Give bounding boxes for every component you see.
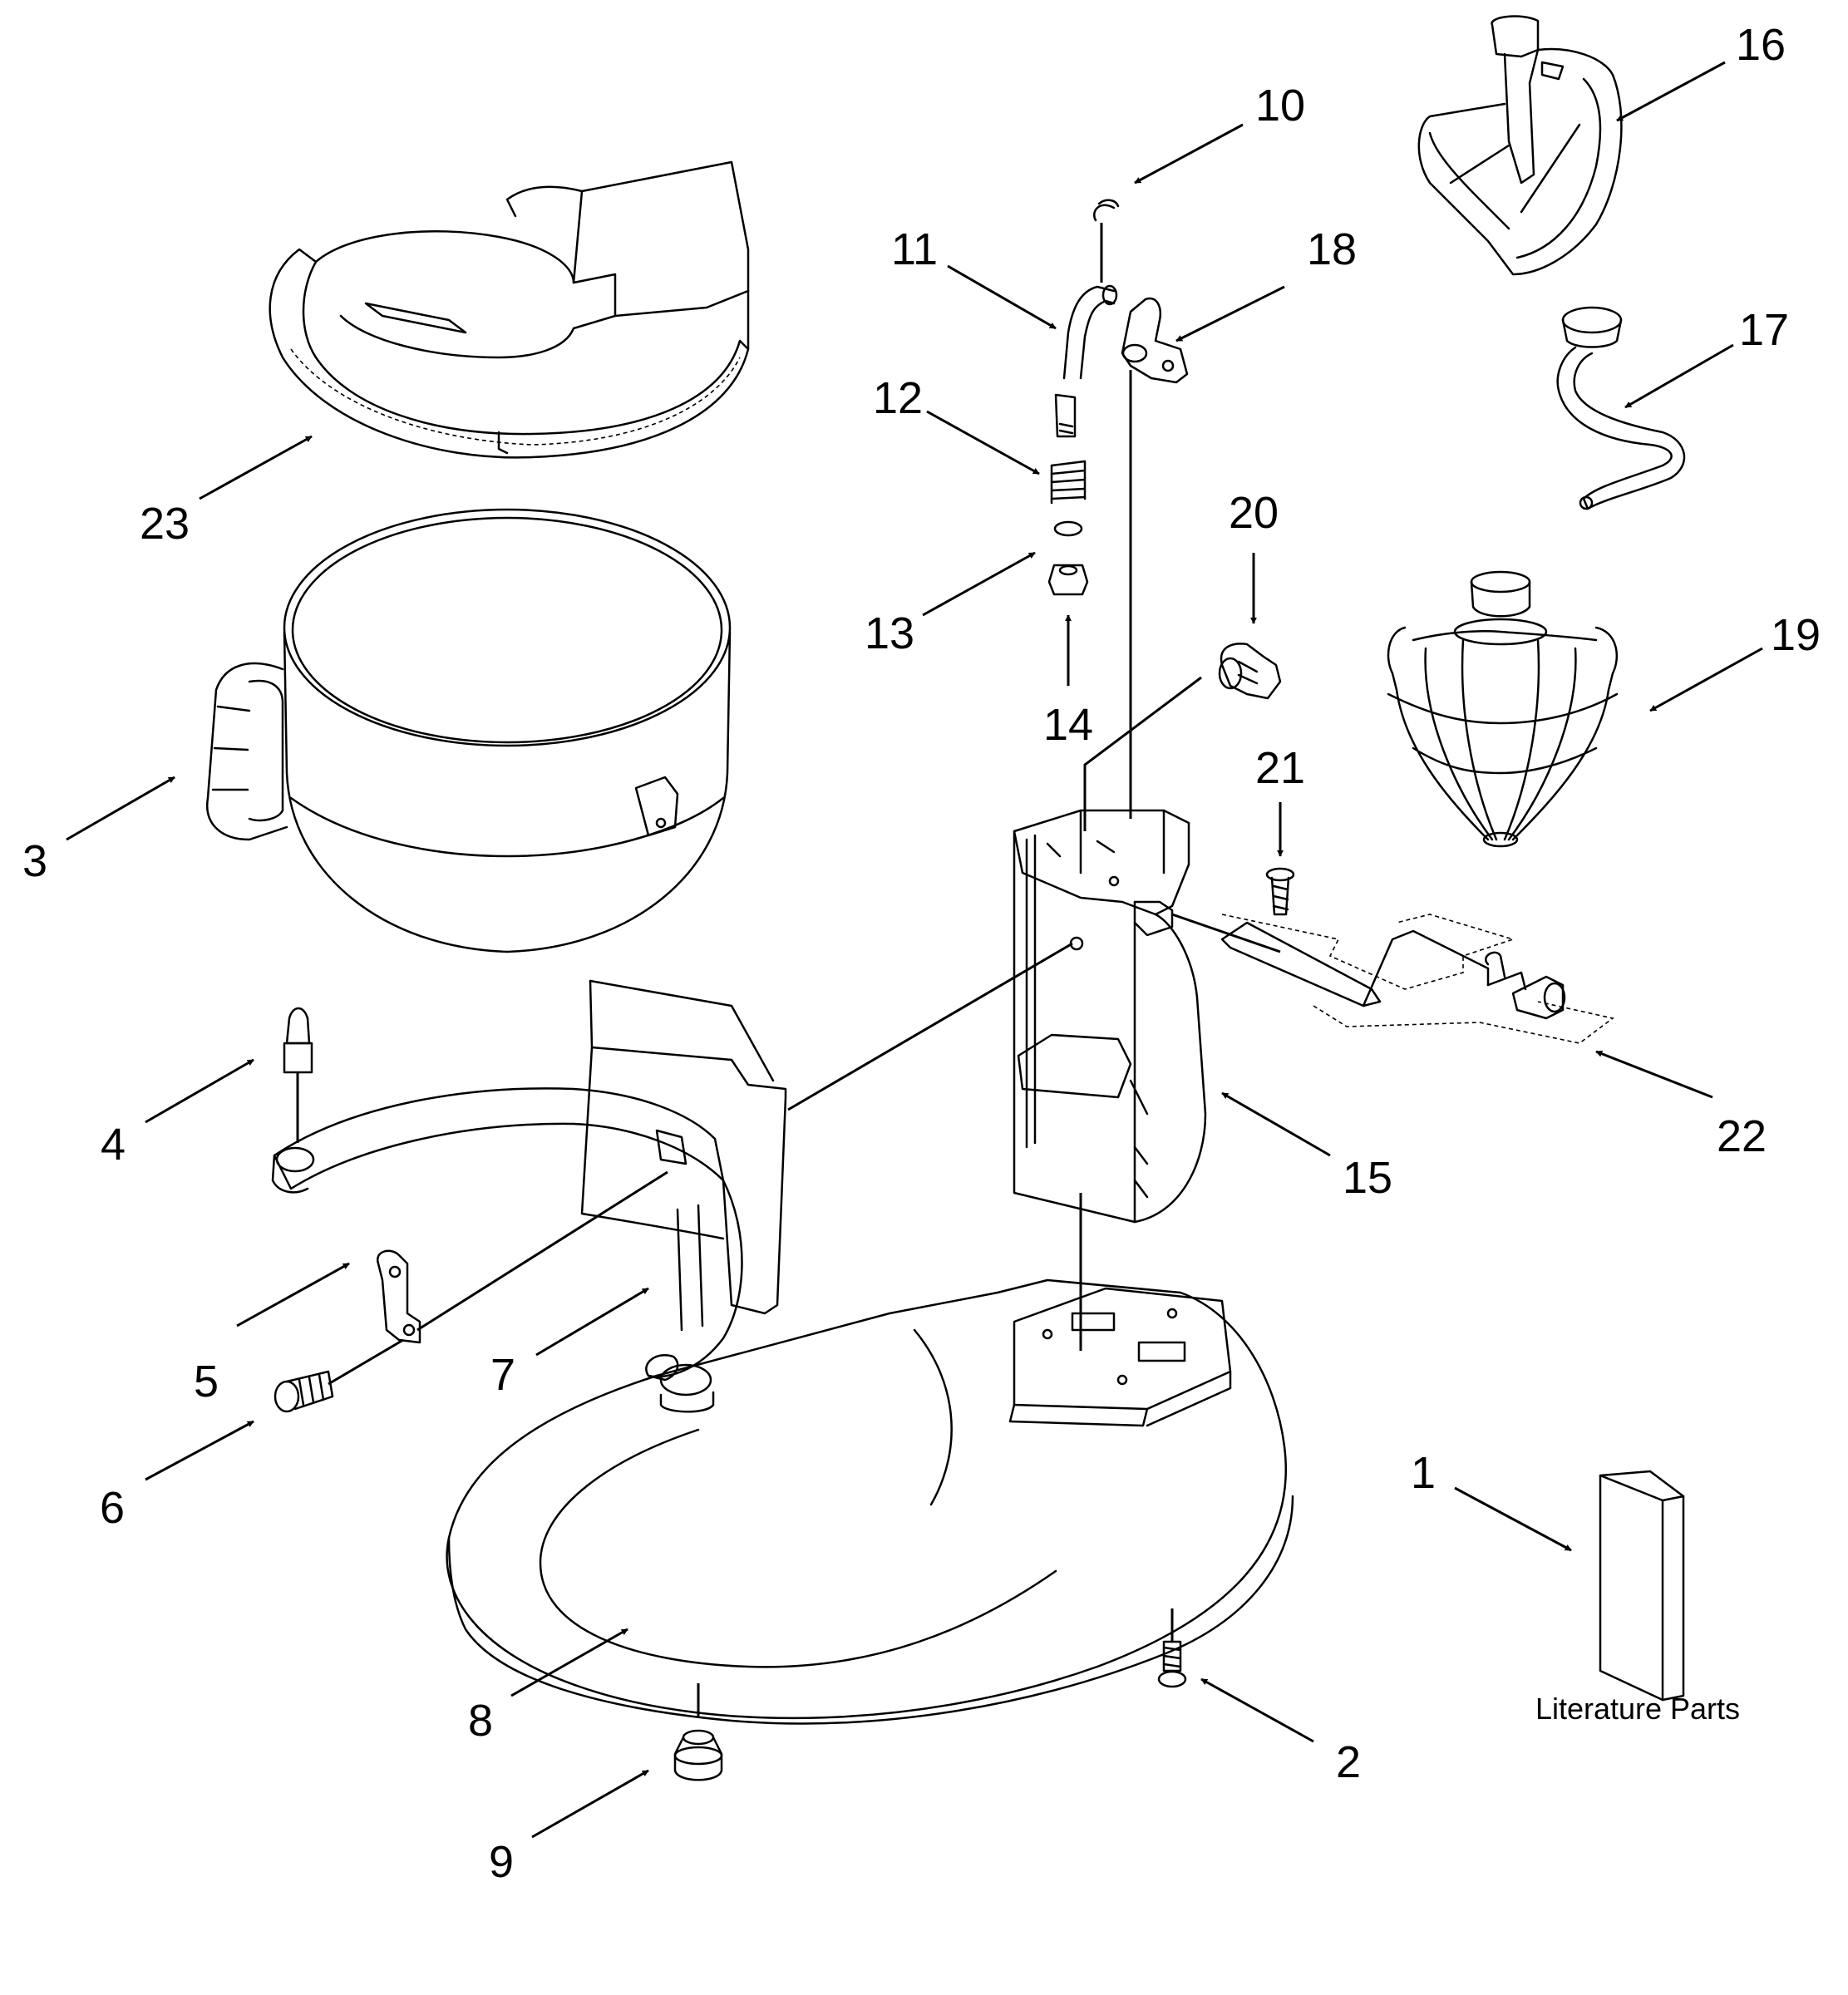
mixing-bowl-part [205,508,732,953]
arrow-19 [1649,647,1763,712]
callout-3: 3 [22,836,47,886]
spring-part [1050,460,1087,537]
callout-11: 11 [891,224,938,274]
wire-whip-part [1387,570,1619,848]
locating-pin-part [283,1007,313,1143]
callout-13: 13 [865,608,914,658]
callout-21: 21 [1255,743,1305,793]
nut-part [1047,564,1089,596]
callout-4: 4 [101,1120,126,1170]
literature-caption: Literature Parts [1535,1692,1740,1726]
arrow-12 [926,410,1040,475]
callout-10: 10 [1255,81,1305,131]
callout-2: 2 [1336,1737,1361,1787]
lock-lever-part [1121,297,1189,384]
arrow-9 [531,1769,649,1839]
arrow-23 [199,435,313,500]
callout-7: 7 [490,1350,515,1400]
arrow-7 [535,1287,649,1357]
arrow-18 [1175,285,1285,342]
knob-part [1218,643,1282,700]
pouring-shield-part [269,160,750,459]
callout-22: 22 [1717,1111,1767,1161]
callout-1: 1 [1411,1448,1436,1498]
callout-12: 12 [873,373,923,423]
leader-arrows [66,61,1763,1839]
dough-hook-part [1556,306,1686,510]
callout-9: 9 [489,1837,514,1887]
arrow-2 [1200,1677,1314,1743]
flat-beater-part [1417,15,1623,276]
callout-19: 19 [1771,610,1821,660]
arrow-11 [947,264,1057,330]
callout-8: 8 [468,1696,493,1746]
arrow-5 [236,1262,350,1328]
callout-15: 15 [1343,1153,1392,1203]
arrow-4 [145,1058,254,1124]
arrow-22 [1595,1050,1713,1099]
arrow-6 [145,1420,254,1481]
callout-20: 20 [1229,488,1279,538]
lever-rod-part [1054,284,1118,438]
foot-part [673,1683,723,1781]
connection-lines [328,370,1281,1386]
hinge-pin-part [1220,914,1614,1044]
arrow-13 [922,551,1036,617]
callout-14: 14 [1043,700,1093,750]
arrow-17 [1624,343,1734,409]
arrow-3 [66,776,175,841]
base-part [446,1278,1294,1725]
hinge-screw-part [1265,867,1295,916]
callout-18: 18 [1307,224,1357,274]
base-screw-part [1157,1608,1187,1688]
arrow-15 [1221,1091,1331,1157]
callout-5: 5 [194,1357,219,1406]
arrow-1 [1454,1486,1572,1552]
bowl-support-part [271,979,787,1413]
callout-labels: 1 2 3 4 5 6 7 8 9 10 11 12 13 14 15 16 1… [22,20,1821,1887]
arrow-8 [510,1628,628,1697]
arrow-16 [1616,61,1726,122]
callout-23: 23 [140,499,190,549]
arrow-10 [1134,123,1244,185]
callout-6: 6 [100,1483,125,1533]
literature-packet-part [1599,1470,1685,1702]
bracket-clip-part [376,1249,421,1344]
column-part [1013,809,1207,1351]
retaining-ring-part [1093,199,1120,283]
screw-part [274,1370,334,1413]
callout-17: 17 [1739,305,1789,355]
callout-16: 16 [1736,20,1786,70]
